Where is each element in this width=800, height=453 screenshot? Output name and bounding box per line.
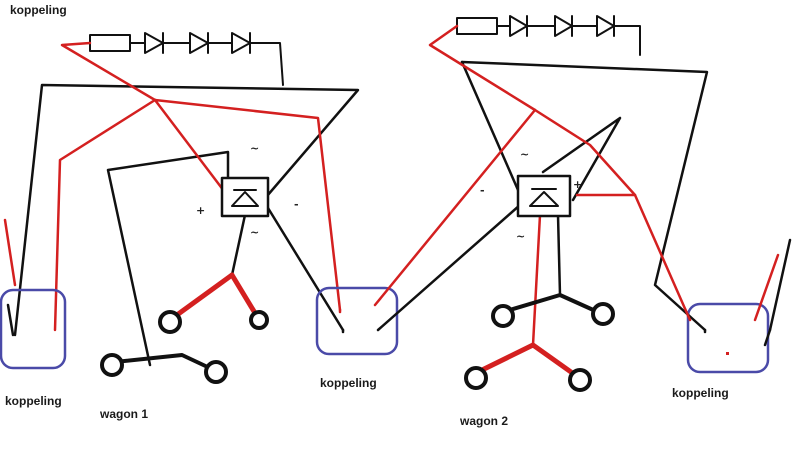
label-wagon-2: wagon 2 xyxy=(460,414,509,428)
bridge-rectifier-1 xyxy=(220,176,270,218)
resistor-1 xyxy=(89,34,131,52)
diode-1a xyxy=(144,32,164,54)
bridge-rectifier-2 xyxy=(516,174,572,218)
wheelset-wagon1-red xyxy=(158,272,269,334)
black-wires-1 xyxy=(13,83,360,367)
black-wires-2 xyxy=(376,60,792,332)
bridge2-minus: - xyxy=(480,184,485,197)
coupling-box-left xyxy=(0,288,67,370)
bridge1-minus: - xyxy=(294,198,299,211)
diode-2c xyxy=(596,15,615,37)
diode-1c xyxy=(231,32,251,54)
red-wires-2 xyxy=(373,24,780,347)
bridge2-ac-top: ~ xyxy=(520,148,530,161)
wheelset-wagon1-black xyxy=(100,353,228,384)
label-koppeling-middle: koppeling xyxy=(320,376,377,390)
label-wagon-1: wagon 1 xyxy=(100,407,149,421)
diode-2a xyxy=(509,15,528,37)
diode-2b xyxy=(554,15,573,37)
coupling-box-middle xyxy=(315,286,399,356)
label-koppeling-left: koppeling xyxy=(5,394,62,408)
bridge2-ac-bottom: ~ xyxy=(516,230,526,243)
diode-1b xyxy=(189,32,209,54)
label-koppeling-right: koppeling xyxy=(672,386,729,400)
label-koppeling-top: koppeling xyxy=(10,3,67,17)
bridge1-ac-top: ~ xyxy=(250,142,260,155)
wheelset-wagon2-red xyxy=(464,342,592,392)
red-wires-1 xyxy=(3,41,342,332)
wheelset-wagon2-black xyxy=(491,293,615,328)
led-string-1 xyxy=(89,32,284,86)
bridge2-plus: + xyxy=(573,178,583,191)
resistor-2 xyxy=(456,17,498,35)
led-string-2 xyxy=(456,15,641,56)
bridge1-ac-bottom: ~ xyxy=(250,226,260,239)
bridge1-plus: + xyxy=(196,204,206,217)
